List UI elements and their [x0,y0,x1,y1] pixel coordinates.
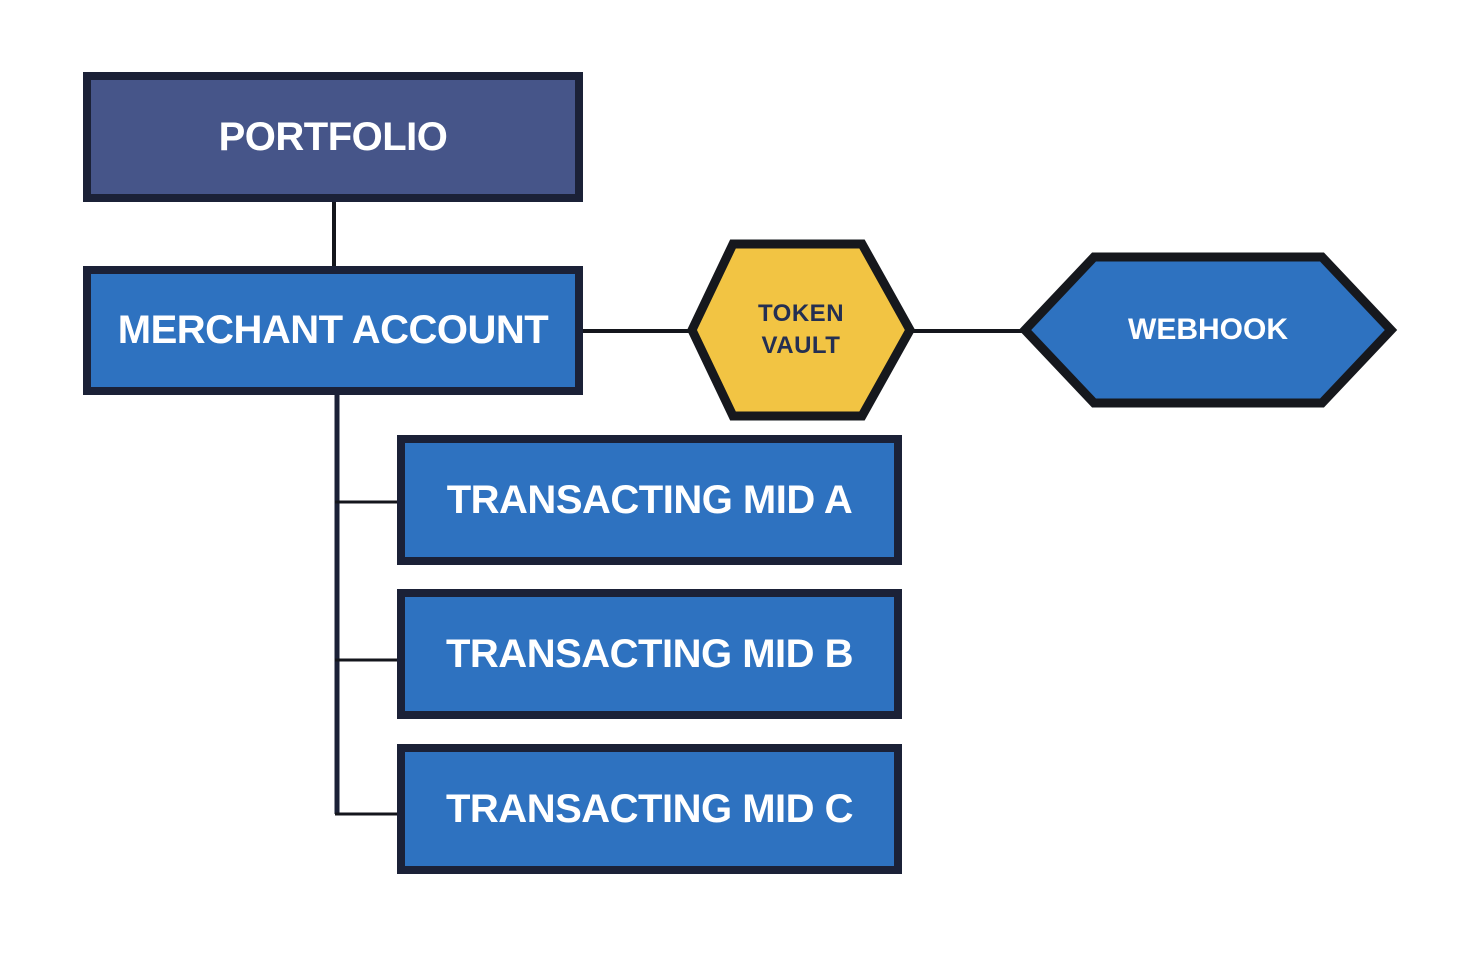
node-portfolio-label: PORTFOLIO [218,114,448,159]
node-merchant-account: MERCHANT ACCOUNT [83,266,583,395]
node-transacting-mid-c: TRANSACTING MID C [397,744,902,874]
node-transacting-mid-a: TRANSACTING MID A [397,435,902,565]
node-merchant-account-label: MERCHANT ACCOUNT [117,308,549,352]
node-transacting-mid-c-label: TRANSACTING MID C [445,786,854,831]
node-portfolio: PORTFOLIO [83,72,583,202]
node-transacting-mid-b-label: TRANSACTING MID B [445,631,854,676]
node-transacting-mid-a-label: TRANSACTING MID A [446,477,853,522]
node-transacting-mid-b: TRANSACTING MID B [397,589,902,719]
token-vault-hexagon [687,239,916,421]
webhook-hexagon [1018,252,1398,408]
